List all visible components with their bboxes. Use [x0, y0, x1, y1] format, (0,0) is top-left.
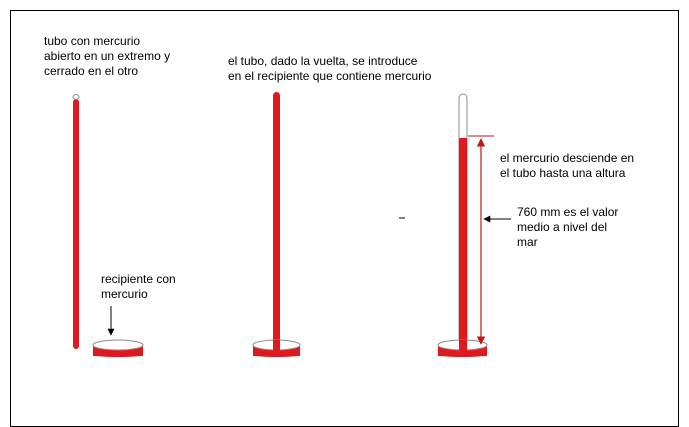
container-label-line2: mercurio — [101, 287, 148, 301]
container-1-bottom — [93, 353, 143, 357]
step1-label-line3: cerrado en el otro — [44, 64, 139, 78]
descent-label-line2: el tubo hasta una altura — [500, 166, 626, 180]
tube-3-mercury — [459, 138, 467, 354]
step2-label-line2: en el recipiente que contiene mercurio — [228, 69, 432, 83]
tube-3 — [458, 93, 468, 355]
container-3-bottom — [438, 353, 487, 357]
tube-1-mercury — [73, 99, 79, 349]
container-2 — [252, 339, 301, 357]
step1-label-line2: abierto en un extremo y — [44, 49, 171, 63]
pressure-label-line1: 760 mm es el valor — [517, 205, 619, 219]
step1-label-line1: tubo con mercurio — [44, 34, 141, 48]
container-1 — [92, 339, 144, 357]
tube-1 — [72, 94, 80, 349]
tube-1-open-end — [72, 94, 80, 100]
tube-2 — [273, 92, 280, 354]
container-3-tube-segment — [459, 340, 467, 354]
step2-label-line1: el tubo, dado la vuelta, se introduce — [228, 54, 418, 68]
container-label-line1: recipiente con — [101, 272, 176, 286]
descent-label: el mercurio desciende en el tubo hasta u… — [500, 151, 634, 181]
pressure-label: 760 mm es el valor medio a nivel del mar — [517, 205, 618, 250]
descent-label-line1: el mercurio desciende en — [500, 151, 635, 165]
step2-label: el tubo, dado la vuelta, se introduce en… — [228, 54, 431, 84]
pressure-label-line3: mar — [517, 235, 538, 249]
step1-label: tubo con mercurio abierto en un extremo … — [44, 34, 170, 79]
pressure-label-line2: medio a nivel del — [517, 220, 608, 234]
container-1-mercury — [93, 346, 143, 356]
container-label: recipiente con mercurio — [101, 272, 176, 302]
container-2-tube-segment — [273, 340, 280, 354]
container-1-rim — [92, 339, 144, 351]
container-2-bottom — [253, 353, 300, 357]
container-3 — [437, 339, 488, 357]
tube-2-mercury — [273, 92, 280, 354]
